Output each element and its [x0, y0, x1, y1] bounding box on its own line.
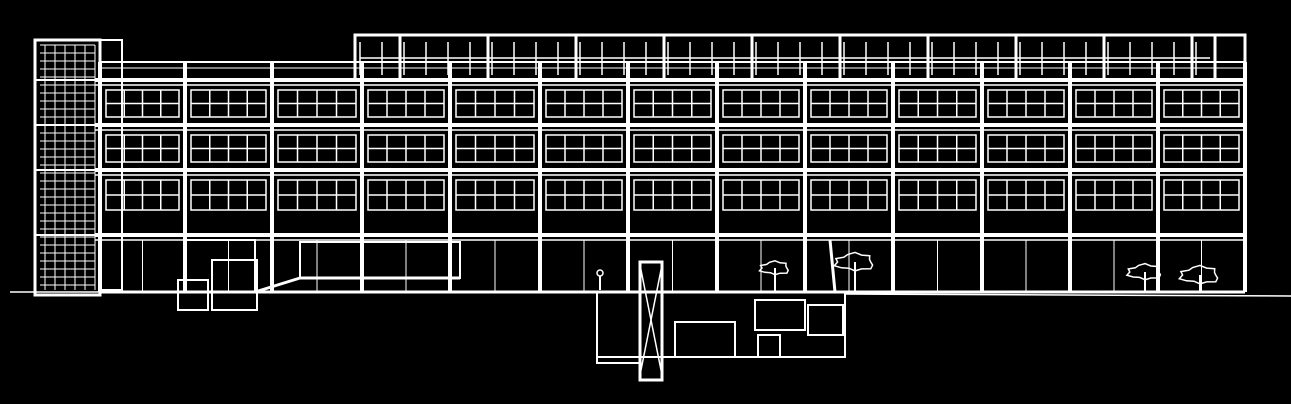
- basement-room: [674, 321, 736, 358]
- roof-penthouse: [353, 33, 1247, 82]
- human-figure: [596, 269, 604, 277]
- entrance: [184, 239, 256, 293]
- ground-line: [844, 293, 1291, 297]
- basement-section: [596, 260, 846, 382]
- trees: [758, 239, 1219, 293]
- stair-tower: [33, 38, 123, 297]
- entrance-ramp: [254, 276, 301, 294]
- tree-canopy: [758, 260, 790, 276]
- main-facade: [95, 61, 1247, 311]
- basement-footing: [596, 356, 641, 364]
- entrance-step: [211, 259, 258, 311]
- tree-canopy: [832, 251, 874, 272]
- tree-canopy: [1177, 264, 1219, 285]
- basement-room: [807, 304, 844, 336]
- tree-trunk: [828, 239, 837, 293]
- tree-canopy: [1125, 262, 1162, 281]
- shaft-diagonal: [639, 264, 663, 376]
- penthouse-end: [1213, 33, 1247, 82]
- basement-shaft: [638, 260, 664, 382]
- basement-room: [757, 334, 781, 358]
- lobby-glazing: [299, 241, 461, 279]
- basement-room: [754, 299, 806, 331]
- entrance-step: [177, 279, 209, 311]
- tower-column: [99, 39, 123, 291]
